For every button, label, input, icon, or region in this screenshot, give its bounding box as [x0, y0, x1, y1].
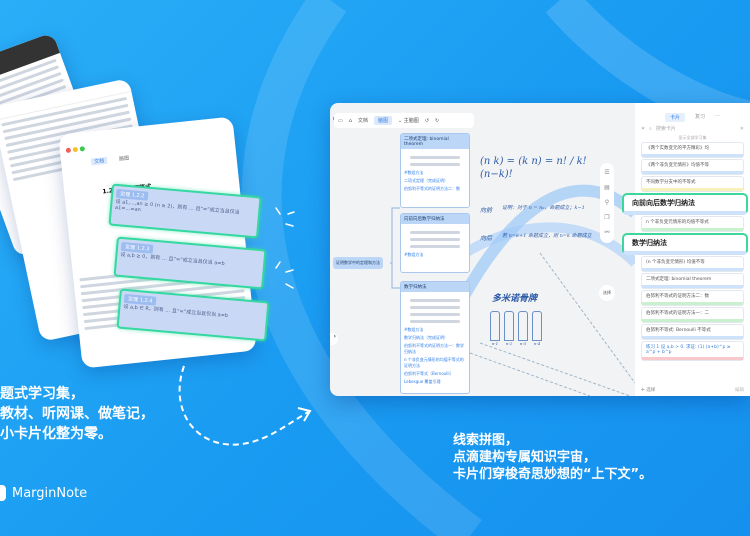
domino-label: n-1 — [491, 341, 499, 346]
caption-line: 线索拼图， — [453, 433, 519, 448]
copy-icon[interactable]: ❐ — [604, 214, 610, 221]
card-link[interactable]: 二项式定理（完成证明） — [404, 178, 448, 183]
card-list-item[interactable]: n 个非负变元情形的均值不等式 — [641, 216, 744, 232]
add-icon[interactable]: ✛ 选择 — [641, 388, 656, 393]
select-button[interactable]: 选择 — [646, 388, 656, 393]
brand-name: MarginNote — [12, 485, 88, 501]
toolbar: ▭ ⌂ 文档 脑图 ⌄ 主脑图 ↺ ↻ — [334, 113, 474, 128]
handwritten-note: 向后 — [480, 235, 493, 242]
tab-mindmap[interactable]: 脑图 — [373, 116, 392, 125]
highlighted-card[interactable]: 数学归纳法 — [622, 233, 748, 255]
card-list-item[interactable]: (n 个非负变元情形) 均值不等 — [641, 256, 744, 272]
outline-icon[interactable]: ▤ — [604, 184, 610, 191]
card-sidebar: 卡片 复习 ⋯ ⏷ ⌕ 搜索卡片 ✕ 显示全部学习集 《两个实数变元的平方精彩》… — [622, 103, 750, 396]
main-map-dropdown[interactable]: ⌄ 主脑图 — [397, 118, 419, 124]
library-icon[interactable]: ⌂ — [348, 117, 352, 124]
tab-cards[interactable]: 卡片 — [664, 113, 685, 122]
card-title: 向前向后数学归纳法 — [401, 214, 469, 224]
card-link[interactable]: #数组方法 — [404, 327, 424, 332]
mindmap-connectors — [390, 184, 635, 396]
caption-line: 卡片们穿梭奇思妙想的“上下文”。 — [453, 467, 653, 482]
card-link[interactable]: #数组方法 — [404, 252, 424, 257]
handwritten-note: 向前 — [480, 207, 493, 214]
card-list-item[interactable]: 练习 1 设 a,b > 0. 求证: (1) (a+b)^p ≥ a^p + … — [641, 341, 744, 361]
card-title: 数学归纳法 — [401, 282, 469, 292]
card-link[interactable]: 伯努利不等式的证明方法二：数 — [404, 186, 460, 191]
handwritten-formula: (n k) = (k n) = n! / k!(n−k)! — [480, 156, 587, 180]
share-icon[interactable]: ⚯ — [604, 229, 610, 236]
card-title: 二项式定理: binomial theorem — [401, 134, 469, 149]
mindmap-card[interactable]: 向前向后数学归纳法 #数组方法 — [400, 213, 470, 273]
sidebar-toggle-icon[interactable]: ▭ — [338, 117, 343, 124]
highlighted-card[interactable]: 向前向后数学归纳法 — [622, 193, 748, 215]
caption-line: 点滴建构专属知识宇宙， — [453, 450, 597, 465]
dashed-arrow — [178, 365, 312, 446]
card-link[interactable]: n 个非负变元情形的均值不等式的证明方法 — [404, 357, 464, 368]
sparkle-lines — [275, 207, 295, 289]
clear-icon[interactable]: ✕ — [739, 125, 744, 132]
domino-sketch: n-1 n-2 n-3 n-4 — [490, 311, 542, 346]
link-icon[interactable]: ⚲ — [604, 199, 610, 206]
highlight-text: 设 a,b ≥ 0，则有 … 且“=”成立当且仅当 a=b — [120, 251, 225, 268]
card-list-item[interactable]: 《两个实数变元的平方精彩》均 — [641, 142, 744, 158]
mindmap-card[interactable]: 二项式定理: binomial theorem #数组方法二项式定理（完成证明）… — [400, 133, 470, 208]
tab-review[interactable]: 复习 — [695, 114, 706, 120]
card-link[interactable]: 伯努利不等式（Bernoulli） — [404, 371, 454, 376]
highlight-text: 设 a1,…,an ≥ 0 (n ≥ 2)，则有 … 且“=”成立当且仅当 a1… — [114, 198, 240, 216]
redo-icon[interactable]: ↻ — [434, 117, 440, 124]
handwritten-note: 证明：对于 n = n₀，命题成立；k−1 — [502, 205, 585, 211]
tool-rail: ☰ ▤ ⚲ ❐ ⚯ — [600, 163, 614, 243]
domino-label: n-3 — [519, 341, 527, 346]
app-window: ▭ ⌂ 文档 脑图 ⌄ 主脑图 ↺ ↻ 证明数学中的定理和方法 › 二项式定理:… — [330, 103, 750, 396]
card-link[interactable]: Lebesgue 覆盖引理 — [404, 379, 441, 384]
main-map-label: 主脑图 — [403, 118, 419, 124]
group-header[interactable]: 显示全部学习集 — [678, 135, 707, 140]
search-input[interactable]: 搜索卡片 — [655, 126, 676, 132]
card-list-item[interactable]: 《两个非负变元情形》均值不等 — [641, 159, 744, 175]
card-list-item[interactable]: 伯努利不等式: Bernoulli 不等式 — [641, 324, 744, 340]
caption-line: 教材、听网课、做笔记， — [0, 406, 154, 422]
handwritten-note: 若 n=k+1 命题成立，则 n=k 命题成立 — [502, 233, 592, 239]
card-list-item[interactable]: 不同数学分支中的不等式 — [641, 176, 744, 192]
card-list-item[interactable]: 伯努利不等式的证明方法一：二 — [641, 307, 744, 323]
filter-icon[interactable]: ⏷ — [641, 125, 646, 132]
search-icon: ⌕ — [649, 125, 652, 132]
tab-document[interactable]: 文档 — [357, 118, 368, 124]
tab-mindmap[interactable]: 脑图 — [118, 155, 130, 163]
list-icon[interactable]: ☰ — [604, 169, 610, 176]
left-caption: 题式学习集， 教材、听网课、做笔记， 小卡片化整为零。 — [0, 384, 154, 444]
right-caption: 线索拼图， 点滴建构专属知识宇宙， 卡片们穿梭奇思妙想的“上下文”。 — [453, 432, 652, 483]
domino-label: n-2 — [505, 341, 513, 346]
undo-icon[interactable]: ↺ — [424, 117, 429, 124]
logo-icon — [0, 485, 6, 501]
highlight-text: 设 a,b ∈ R，则有 … 且“=”成立当且仅当 a=b — [123, 303, 229, 320]
card-link[interactable]: 伯努利不等式的证明方法一：数学归纳法 — [404, 343, 464, 354]
caption-line: 题式学习集， — [0, 386, 84, 402]
domino-title: 多米诺骨牌 — [492, 294, 538, 304]
mindmap-card[interactable]: 数学归纳法 #数组方法 数学归纳法（完成证明） 伯努利不等式的证明方法一：数学归… — [400, 281, 470, 394]
card-list-item[interactable]: 二项式定理: binomial theorem — [641, 273, 744, 289]
root-node[interactable]: 证明数学中的定理和方法 — [333, 257, 383, 269]
card-link[interactable]: 数学归纳法（完成证明） — [404, 335, 448, 340]
rail-select-button[interactable]: 选择 — [599, 285, 615, 301]
brand-logo: MarginNote — [0, 485, 87, 501]
card-list-item[interactable]: 伯努利不等式的证明方法二：数 — [641, 290, 744, 306]
collapse-button[interactable]: › — [330, 333, 338, 345]
card-link[interactable]: #数组方法 — [404, 170, 424, 175]
caption-line: 小卡片化整为零。 — [0, 426, 112, 442]
edit-button[interactable]: 编辑 — [735, 388, 744, 393]
more-icon[interactable]: ⋯ — [715, 113, 721, 119]
domino-label: n-4 — [533, 341, 541, 346]
